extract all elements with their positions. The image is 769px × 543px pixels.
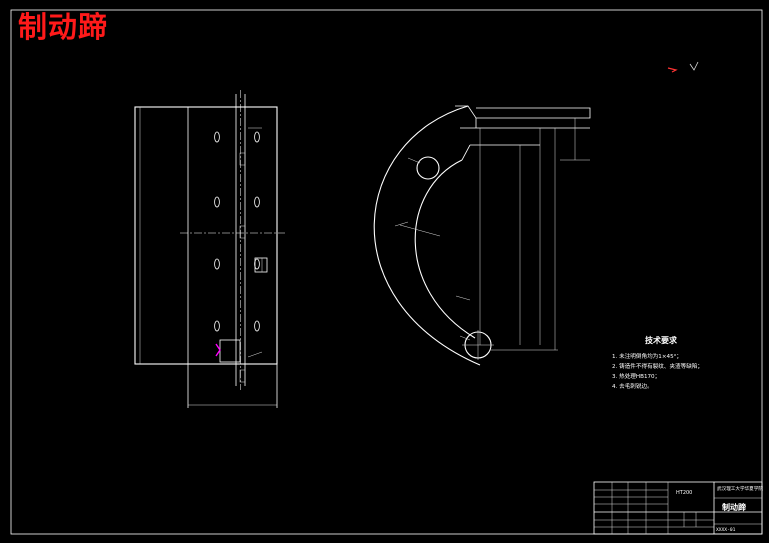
tech-req-item-2: 2. 铸造件不得有裂纹、夹渣等缺陷； <box>612 362 703 370</box>
title-block: HT200 武汉理工大学华夏学院 制动蹄 XXXX-01 <box>593 481 763 535</box>
school-label: 武汉理工大学华夏学院 <box>717 485 763 492</box>
tech-req-item-1: 1. 未注明倒角均为1×45°； <box>612 352 682 360</box>
title-block-drawing-name: 制动蹄 <box>722 502 746 512</box>
material-label: HT200 <box>676 490 692 496</box>
side-view <box>134 90 285 408</box>
revision-mark <box>667 61 699 73</box>
drawing-title: 制动蹄 <box>18 10 109 44</box>
front-view <box>373 105 591 366</box>
drawing-border <box>10 9 763 535</box>
tech-req-item-3: 3. 热处理HB170； <box>612 372 660 380</box>
drawing-number: XXXX-01 <box>716 527 736 533</box>
tech-requirements: 技术要求 1. 未注明倒角均为1×45°； 2. 铸造件不得有裂纹、夹渣等缺陷；… <box>612 335 703 390</box>
tech-req-item-4: 4. 去毛刺锐边。 <box>612 382 653 390</box>
tech-requirements-heading: 技术要求 <box>645 335 678 345</box>
side-view-outline <box>134 106 278 365</box>
